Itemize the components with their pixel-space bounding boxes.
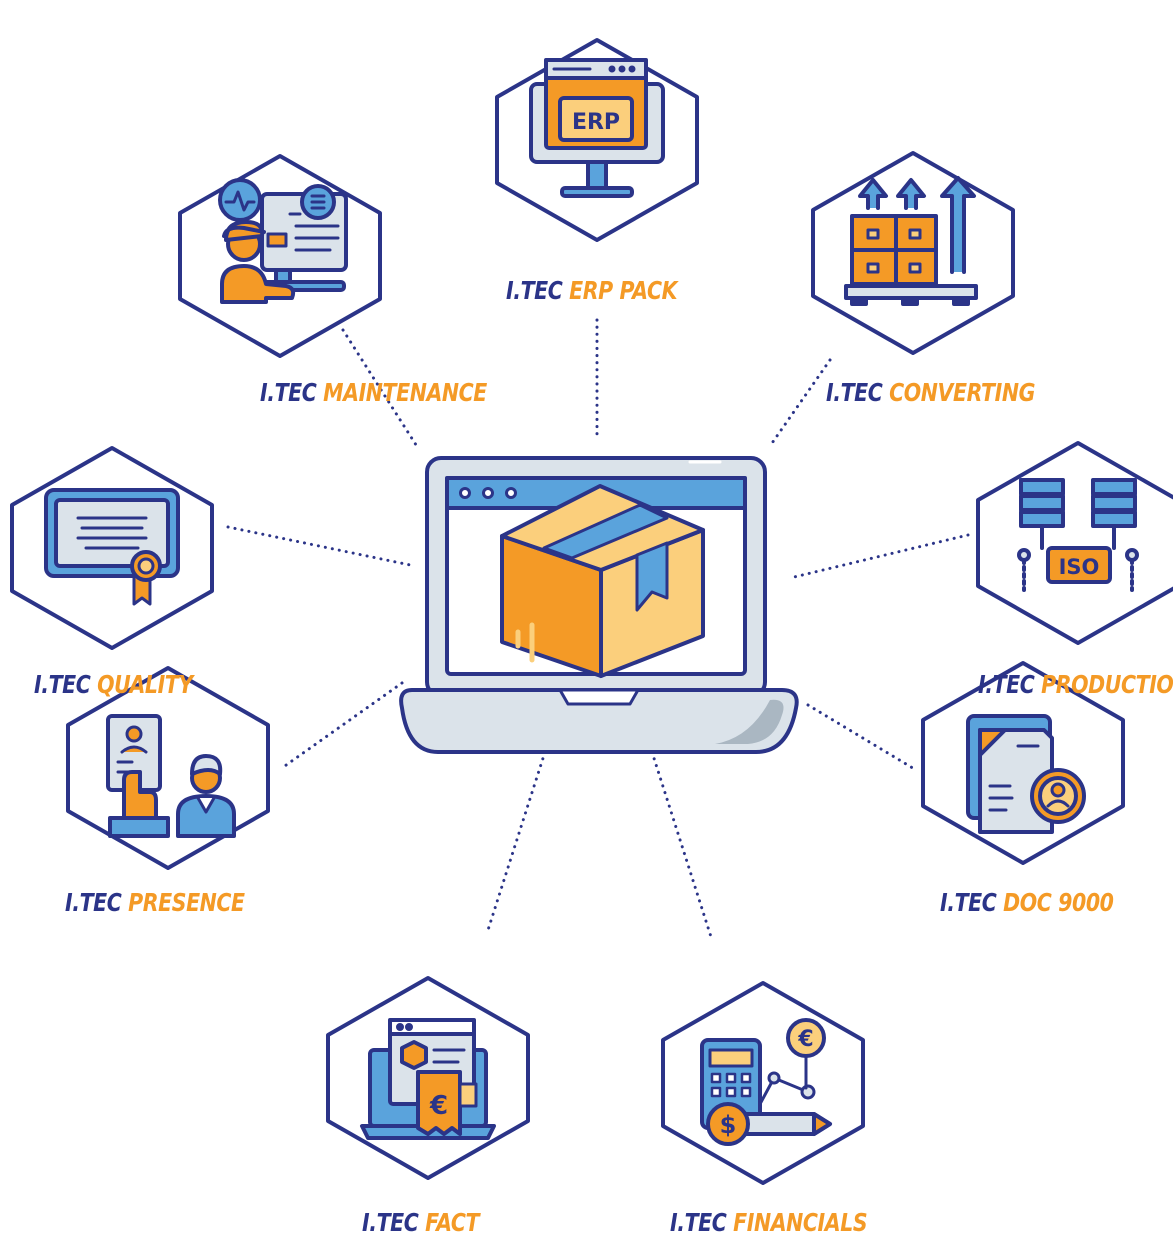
module-prefix: I.TEC <box>506 276 563 305</box>
hexagon-financials <box>661 981 865 1185</box>
svg-text:€: € <box>429 1091 448 1121</box>
calculator-coins-icon: € $ <box>700 1018 832 1146</box>
module-label-presence: I.TEC PRESENCE <box>65 888 245 918</box>
hexagon-production <box>976 441 1173 645</box>
module-prefix: I.TEC <box>65 888 122 917</box>
module-label-maintenance: I.TEC MAINTENANCE <box>260 378 487 408</box>
connector-quality <box>226 525 417 568</box>
module-name: CONVERTING <box>889 378 1035 407</box>
module-prefix: I.TEC <box>978 670 1035 699</box>
connector-presence <box>280 681 404 770</box>
module-prefix: I.TEC <box>362 1208 419 1237</box>
module-name: FACT <box>425 1208 480 1237</box>
module-label-erp-pack: I.TEC ERP PACK <box>506 276 678 306</box>
module-name: MAINTENANCE <box>323 378 487 407</box>
erp-monitor-icon: ERP <box>529 58 665 198</box>
iso-badge-label: ISO <box>1059 555 1100 579</box>
module-name: FINANCIALS <box>733 1208 868 1237</box>
connector-lines <box>226 318 970 942</box>
pallet-boxes-arrows-icon <box>844 176 978 306</box>
module-label-doc-9000: I.TEC DOC 9000 <box>940 888 1114 918</box>
svg-text:$: $ <box>720 1111 737 1139</box>
module-prefix: I.TEC <box>940 888 997 917</box>
module-name: PRESENCE <box>128 888 245 917</box>
module-name: ERP PACK <box>569 276 678 305</box>
module-prefix: I.TEC <box>826 378 883 407</box>
module-label-production: I.TEC PRODUCTION <box>978 670 1173 700</box>
module-prefix: I.TEC <box>670 1208 727 1237</box>
technician-monitor-icon <box>218 178 348 304</box>
module-name: QUALITY <box>97 670 193 699</box>
connector-fact <box>486 750 547 932</box>
connector-financials <box>650 750 714 942</box>
connector-doc-9000 <box>806 703 918 772</box>
connector-converting <box>768 358 832 448</box>
module-prefix: I.TEC <box>34 670 91 699</box>
module-label-financials: I.TEC FINANCIALS <box>670 1208 868 1238</box>
laptop-package-icon <box>399 456 799 754</box>
certificate-ribbon-icon <box>44 488 180 606</box>
module-label-quality: I.TEC QUALITY <box>34 670 193 700</box>
module-prefix: I.TEC <box>260 378 317 407</box>
badge-hand-person-icon <box>106 714 236 838</box>
documents-gear-icon <box>966 714 1086 834</box>
connector-production <box>788 533 970 580</box>
module-name: DOC 9000 <box>1003 888 1114 917</box>
erp-screen-label: ERP <box>572 110 620 135</box>
module-name: PRODUCTION <box>1041 670 1173 699</box>
svg-text:€: € <box>797 1027 813 1052</box>
laptop-invoice-icon: € <box>360 1018 496 1140</box>
iso-servers-icon: ISO <box>1017 478 1139 592</box>
module-label-fact: I.TEC FACT <box>362 1208 480 1238</box>
connector-maintenance <box>341 328 420 450</box>
module-label-converting: I.TEC CONVERTING <box>826 378 1035 408</box>
